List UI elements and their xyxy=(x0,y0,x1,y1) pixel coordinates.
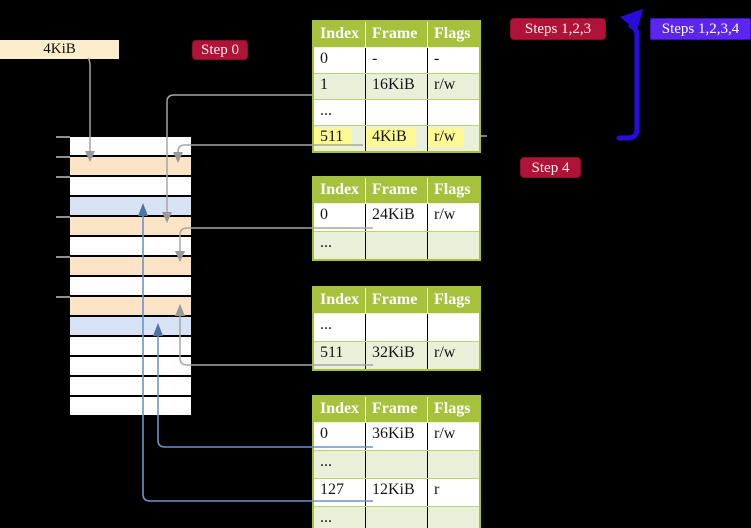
table-row: 0 -- xyxy=(314,47,479,73)
table-cell xyxy=(365,507,427,528)
column-header-frame: Frame xyxy=(365,288,427,313)
address-tick xyxy=(56,296,70,298)
table-cell: ... xyxy=(320,509,332,526)
column-header-index: Index xyxy=(320,25,360,42)
step0-badge: Step 0 xyxy=(192,40,248,60)
table-cell: r/w xyxy=(427,126,479,151)
column-header-frame: Frame xyxy=(365,397,427,422)
table-cell: ... xyxy=(320,234,332,251)
table-cell: 0 xyxy=(320,425,328,442)
table-cell: 1 xyxy=(320,76,328,93)
table-cell xyxy=(427,451,479,478)
table-cell: r/w xyxy=(427,74,479,99)
step4-badge: Step 4 xyxy=(520,157,581,178)
memory-frame-page-table xyxy=(70,257,191,275)
steps-loop-arrow-icon xyxy=(616,9,643,141)
memory-frame-page-table xyxy=(70,157,191,175)
column-header-flags: Flags xyxy=(427,397,479,422)
table-cell: ... xyxy=(320,102,332,119)
table-cell: r xyxy=(427,479,479,506)
memory-frame-free xyxy=(70,397,191,415)
table-row: ... xyxy=(314,313,479,341)
table-cell: 32KiB xyxy=(365,342,427,369)
table-cell xyxy=(365,100,427,125)
steps-123-badge: Steps 1,2,3 xyxy=(510,18,606,40)
table-cell: 36KiB xyxy=(365,423,427,450)
memory-frame-page-table xyxy=(70,217,191,235)
table-cell xyxy=(427,314,479,341)
table-cell: 4KiB xyxy=(365,126,427,151)
table-cell: 24KiB xyxy=(365,204,427,231)
memory-frame-free xyxy=(70,337,191,355)
memory-frame-free xyxy=(70,377,191,395)
column-header-index: Index xyxy=(320,181,360,198)
column-header-index: Index xyxy=(320,400,360,417)
address-tick xyxy=(56,216,70,218)
table-cell: 0 xyxy=(320,50,328,67)
memory-frame-mapped-page xyxy=(70,317,191,335)
table-cell: ... xyxy=(320,316,332,333)
table-cell: 12KiB xyxy=(365,479,427,506)
address-tick xyxy=(56,176,70,178)
table-cell: 0 xyxy=(320,206,328,223)
address-tick xyxy=(56,136,70,138)
table-row: ... xyxy=(314,231,479,259)
column-header-index: Index xyxy=(320,291,360,308)
table-cell xyxy=(427,507,479,528)
memory-frame-free xyxy=(70,177,191,195)
table-cell: 511 xyxy=(314,126,365,151)
column-header-frame: Frame xyxy=(365,178,427,203)
memory-frame-free xyxy=(70,237,191,255)
column-header-flags: Flags xyxy=(427,288,479,313)
memory-frame-mapped-page xyxy=(70,197,191,215)
table-cell: 511 xyxy=(320,344,344,361)
memory-frame-page-table xyxy=(70,297,191,315)
column-header-frame: Frame xyxy=(365,22,427,47)
memory-frame-free xyxy=(70,137,191,155)
table-row: ... xyxy=(314,99,479,125)
column-header-flags: Flags xyxy=(427,178,479,203)
address-tick xyxy=(56,256,70,258)
table-row: ... xyxy=(314,450,479,478)
table-cell: r/w xyxy=(427,342,479,369)
table-cell: 127 xyxy=(320,481,344,498)
table-cell: r/w xyxy=(427,423,479,450)
table-cell: 16KiB xyxy=(365,74,427,99)
physical-memory-column xyxy=(70,137,191,417)
table-cell: r/w xyxy=(427,204,479,231)
table-row: ... xyxy=(314,506,479,528)
table-cell xyxy=(365,232,427,259)
steps-1234-badge: Steps 1,2,3,4 xyxy=(650,18,751,40)
table-cell xyxy=(365,314,427,341)
table-cell: - xyxy=(365,48,427,73)
memory-frame-free xyxy=(70,277,191,295)
table-cell xyxy=(365,451,427,478)
memory-frame-free xyxy=(70,357,191,375)
frame-address-label: 4KiB xyxy=(0,40,119,59)
table-cell: ... xyxy=(320,453,332,470)
address-tick xyxy=(56,156,70,158)
table-cell: - xyxy=(427,48,479,73)
column-header-flags: Flags xyxy=(427,22,479,47)
table-cell xyxy=(427,232,479,259)
table-cell xyxy=(427,100,479,125)
